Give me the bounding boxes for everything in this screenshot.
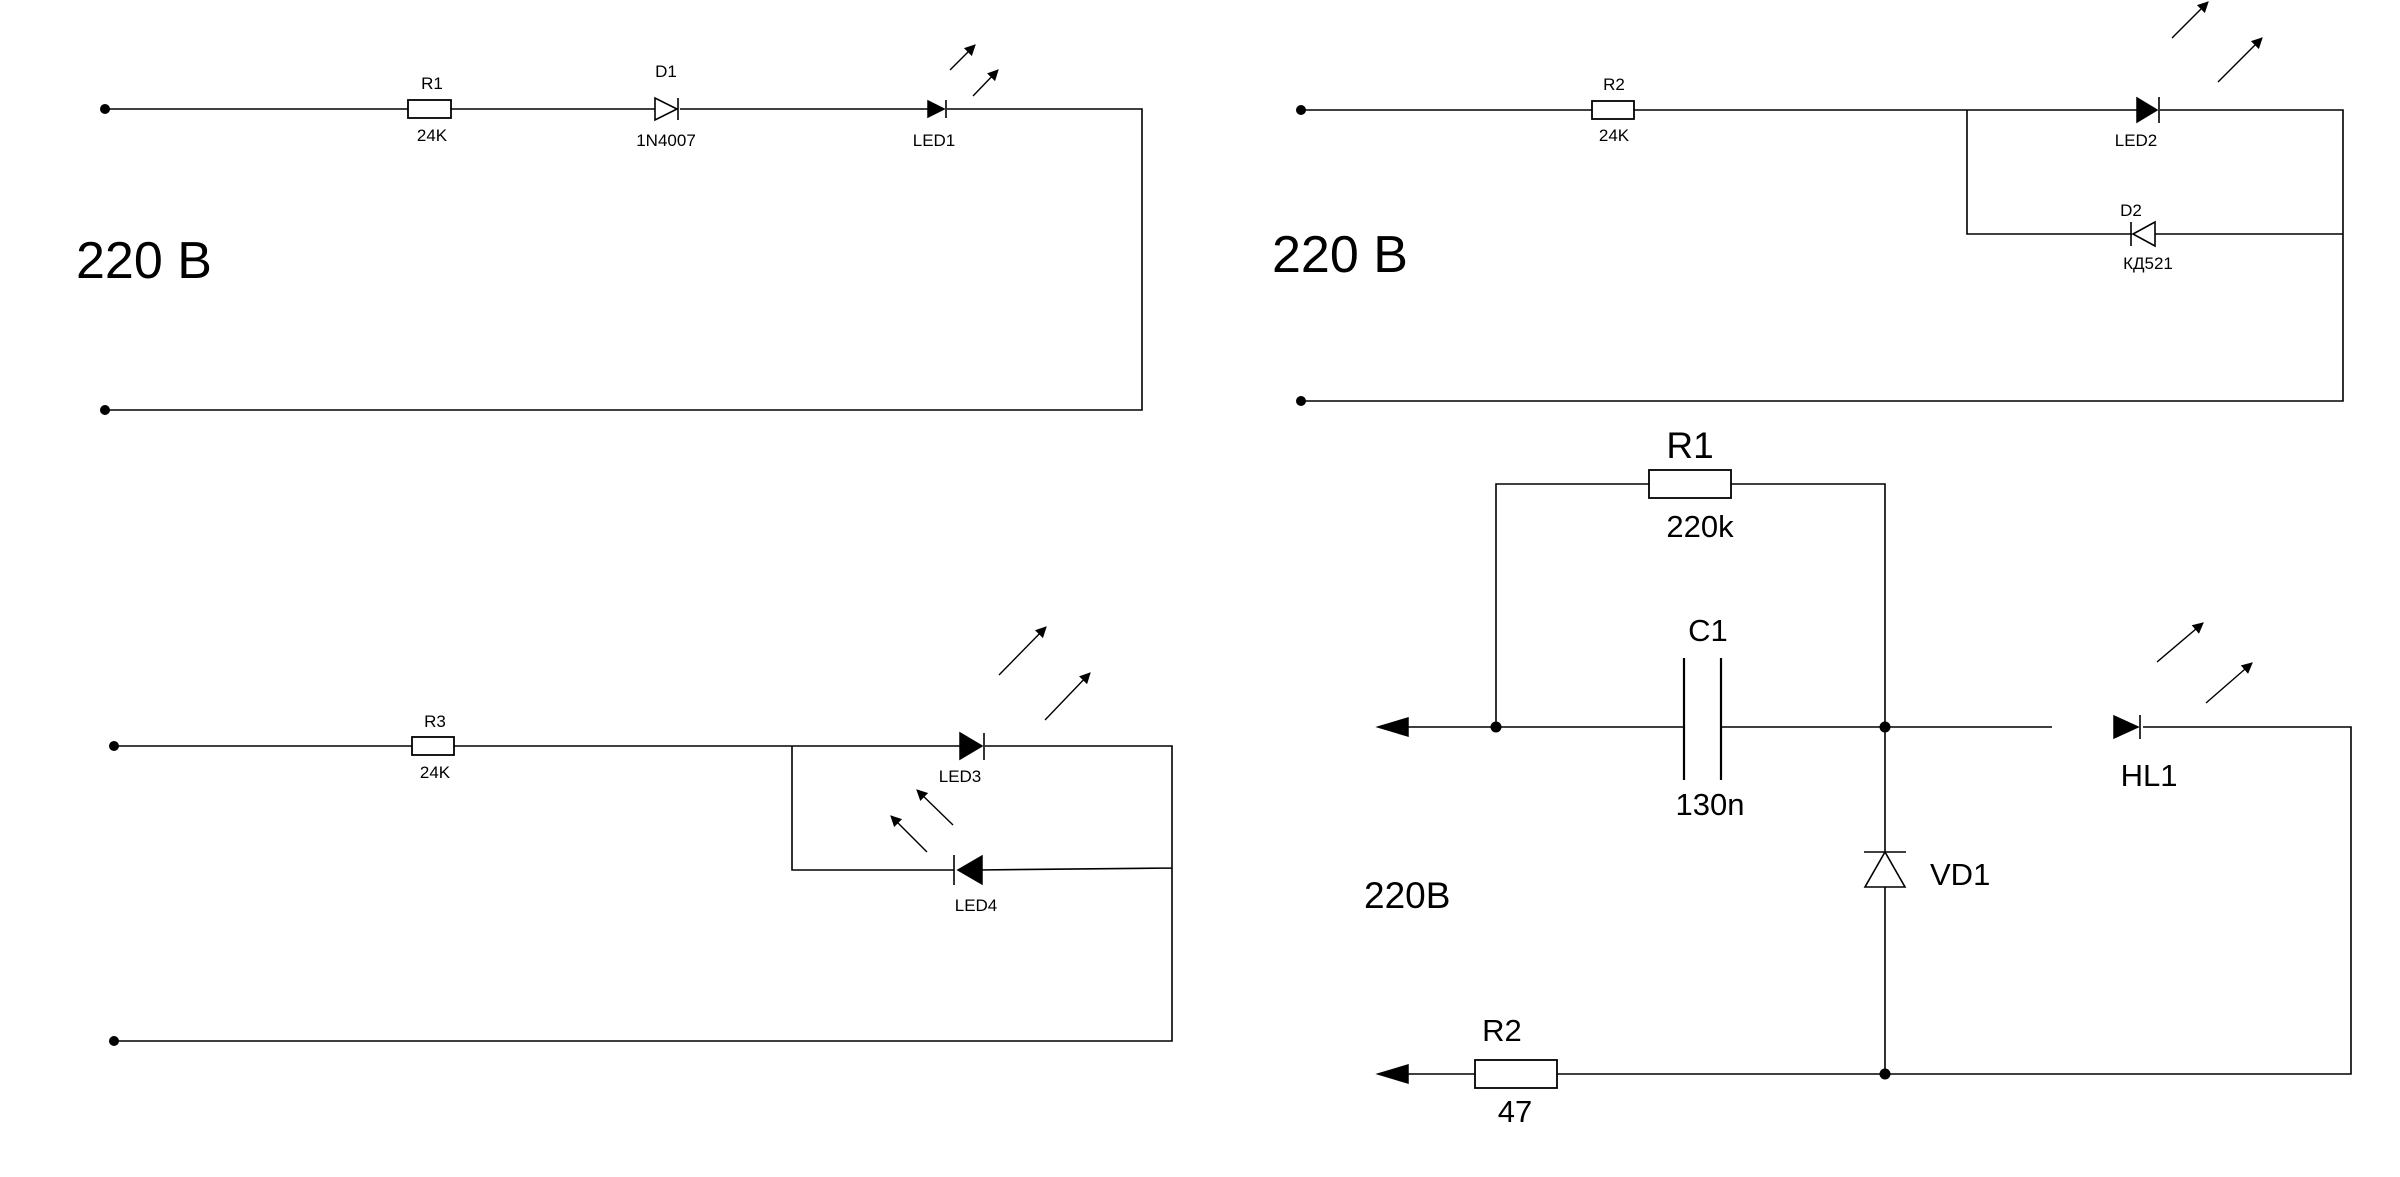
light-arrow-icon: [1044, 672, 1091, 721]
resistor-r2-c2: [1591, 100, 1635, 120]
light-arrow-icon: [972, 69, 999, 97]
wire-c2: [1301, 109, 2344, 402]
light-arrow-icon: [2171, 1, 2209, 39]
r2-value-c2: 24K: [1599, 126, 1630, 145]
terminal-arrow-bottom-c4: [1375, 1063, 1409, 1085]
led1-ref-c1: LED1: [913, 131, 956, 150]
wire-c3: [114, 745, 1173, 1042]
diode-vd1-c4: [1863, 850, 1907, 888]
junction-dot: [1879, 1068, 1891, 1080]
r3-value-c3: 24K: [420, 763, 451, 782]
circuit-3: R3 24K LED3 LED4: [109, 626, 1173, 1046]
led-led1-c1: [927, 44, 999, 119]
c1-value-c4: 130n: [1676, 787, 1745, 822]
circuit-1: R1 24K D1 1N4007 LED1 220 В: [76, 44, 1143, 415]
supply-label-c1: 220 В: [76, 232, 212, 290]
d2-value-c2: КД521: [2123, 254, 2173, 273]
r2-ref-c4: R2: [1482, 1013, 1522, 1048]
r1-value-c4: 220k: [1666, 509, 1734, 544]
r1-ref-c4: R1: [1666, 425, 1713, 466]
led-led3-c3: [959, 626, 1091, 761]
supply-label-c4: 220В: [1364, 875, 1450, 916]
resistor-r2-c4: [1474, 1059, 1558, 1089]
diode-d1-c1: [654, 96, 679, 122]
light-arrow-icon: [2205, 662, 2253, 704]
led-led2-c2: [2136, 1, 2263, 124]
r3-ref-c3: R3: [424, 712, 446, 731]
vd1-ref-c4: VD1: [1930, 857, 1990, 892]
led-led4-c3: [890, 789, 983, 886]
diode-d2-c2: [2130, 220, 2156, 248]
supply-label-c2: 220 В: [1272, 226, 1408, 284]
hl1-ref-c4: HL1: [2121, 758, 2178, 793]
led4-ref-c3: LED4: [955, 896, 998, 915]
led3-ref-c3: LED3: [939, 767, 982, 786]
resistor-r1-c1: [407, 99, 452, 119]
junction-dot: [1490, 721, 1502, 733]
d1-ref-c1: D1: [655, 62, 677, 81]
junction-dot: [1879, 721, 1891, 733]
d2-ref-c2: D2: [2120, 201, 2142, 220]
light-arrow-icon: [998, 626, 1047, 676]
circuit-2: R2 24K LED2 D2 КД521 220 В: [1272, 1, 2344, 406]
light-arrow-icon: [890, 815, 928, 853]
light-arrow-icon: [916, 789, 954, 826]
r2-value-c4: 47: [1498, 1094, 1532, 1129]
light-arrow-icon: [2156, 622, 2204, 663]
led2-ref-c2: LED2: [2115, 131, 2158, 150]
resistor-r3-c3: [411, 736, 455, 756]
r1-value-c1: 24K: [417, 126, 448, 145]
capacitor-c1-c4: [1682, 658, 1723, 780]
c1-ref-c4: C1: [1688, 613, 1728, 648]
wire-c1: [105, 108, 1143, 411]
r1-ref-c1: R1: [421, 74, 443, 93]
r2-ref-c2: R2: [1603, 75, 1625, 94]
terminal-arrow-top-c4: [1375, 716, 1409, 738]
light-arrow-icon: [949, 44, 976, 71]
wire-c4: [1408, 483, 2352, 1075]
led-hl1-c4: [2113, 622, 2253, 740]
resistor-r1-c4: [1648, 469, 1732, 499]
d1-value-c1: 1N4007: [636, 131, 696, 150]
circuit-4: R1 220k C1 130n HL1 VD1 R2 47 2: [1364, 425, 2352, 1129]
light-arrow-icon: [2217, 37, 2263, 83]
